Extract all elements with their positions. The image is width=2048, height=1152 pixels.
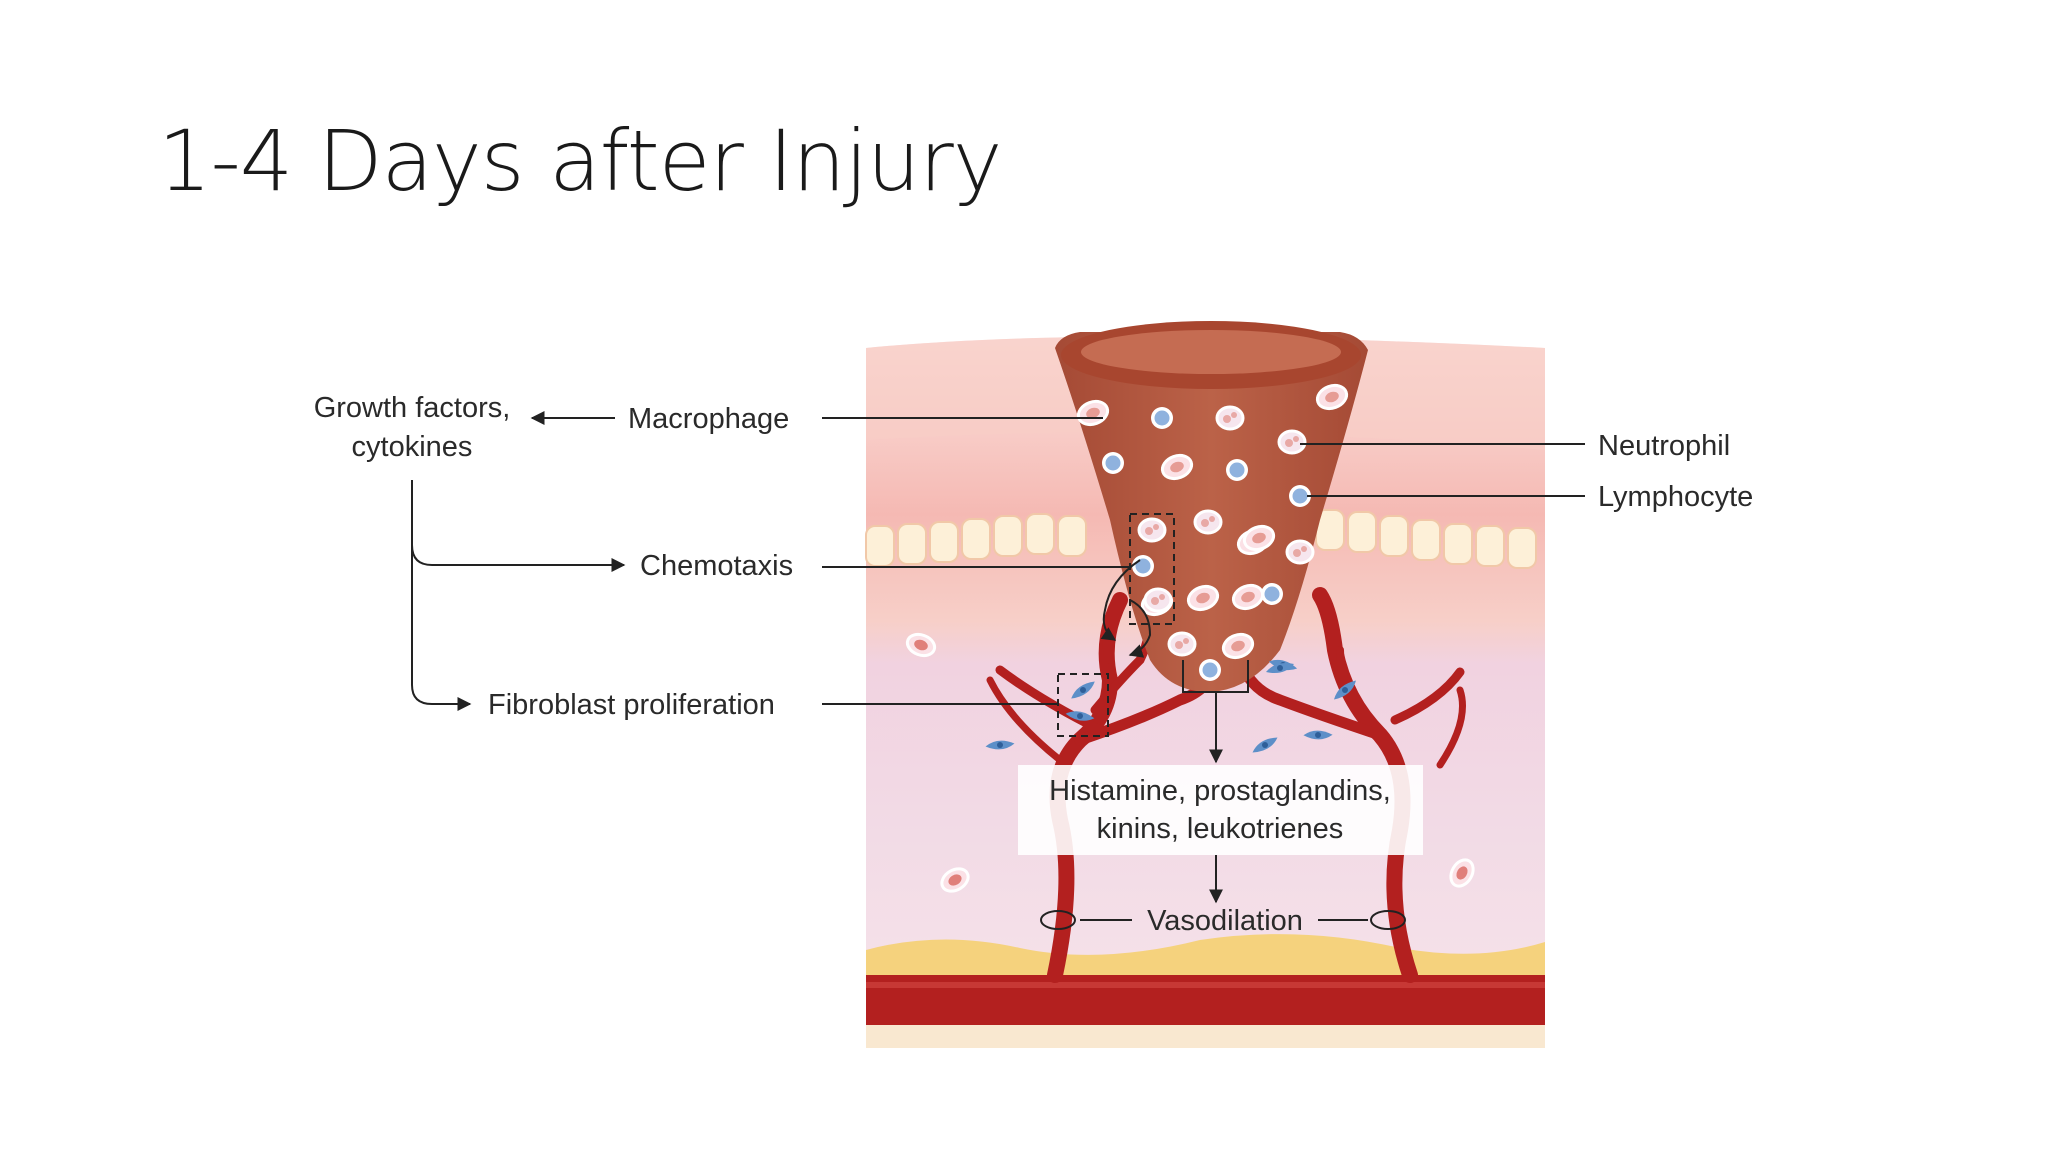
fibroblast-cell: [1266, 663, 1294, 673]
growth-factors-label: Growth factors,: [314, 392, 511, 424]
neutrophil-cell: [1143, 587, 1173, 613]
basal-cell: [1475, 525, 1505, 567]
fibroblast-cell: [985, 740, 1015, 750]
chemotaxis-label: Chemotaxis: [640, 550, 793, 582]
chemotaxis-curve-2: [1128, 599, 1152, 658]
basal-cell: [1347, 511, 1377, 553]
wound-opening-rim: [1081, 330, 1341, 374]
basal-cell: [897, 523, 927, 565]
bottom-layer: [866, 1025, 1545, 1048]
neutrophil-cell: [1193, 509, 1223, 535]
macrophage-cell: [1242, 524, 1276, 552]
neutrophil-cell: [1277, 429, 1307, 455]
slide-title: 1-4 Days after Injury: [158, 112, 1002, 210]
vasodilation-label: Vasodilation: [1147, 905, 1303, 937]
basal-cell: [1411, 519, 1441, 561]
basal-cell-row: [865, 509, 1537, 569]
lymphocyte-cell: [1102, 452, 1124, 474]
neutrophil-cell: [1215, 405, 1245, 431]
chemotaxis-curve-1: [1100, 559, 1141, 641]
chemotaxis-box: [1129, 513, 1175, 625]
lymphocyte-cell: [1226, 459, 1248, 481]
fibroblast-cell: [1071, 681, 1095, 699]
lymphocyte-cell: [1261, 583, 1283, 605]
fibroblast-cell: [1334, 680, 1356, 700]
basal-cell: [961, 518, 991, 560]
macrophage-cell: [1315, 383, 1349, 411]
neutrophil-cell: [1137, 517, 1167, 543]
macrophage-cell: [1231, 583, 1265, 611]
neutrophil-cell: [1285, 539, 1315, 565]
macrophage-cell: [1186, 584, 1220, 612]
basal-cell: [865, 525, 895, 567]
basal-cell: [993, 515, 1023, 557]
leader-lines: [411, 411, 1585, 930]
fibroblast-label: Fibroblast proliferation: [488, 689, 775, 721]
basal-cell: [1057, 515, 1087, 557]
lymphocyte-cell: [1289, 485, 1311, 507]
macrophage-label: Macrophage: [628, 403, 789, 435]
main-blood-vessel-highlight: [866, 982, 1545, 988]
basal-cell: [929, 521, 959, 563]
fat-layer: [866, 934, 1545, 985]
fibroblast-cell: [1065, 711, 1095, 721]
mediators-box: [1018, 765, 1423, 855]
mediators-label-1: Histamine, prostaglandins,: [1049, 775, 1391, 807]
tissue-red-cell: [940, 867, 970, 893]
neutrophil-cell: [1167, 631, 1197, 657]
wound-cells: [1076, 383, 1349, 681]
neutrophil-label: Neutrophil: [1598, 430, 1730, 462]
lymphocyte-cell: [1199, 659, 1221, 681]
mediators-label-2: kinins, leukotrienes: [1097, 813, 1344, 845]
lymphocyte-cell: [1132, 555, 1154, 577]
macrophage-cell: [1160, 453, 1194, 481]
fibroblast-cell: [1303, 730, 1333, 740]
lymphocyte-cell: [1151, 407, 1173, 429]
basal-cell: [1379, 515, 1409, 557]
fibroblast-cell: [1252, 737, 1278, 753]
basal-cell: [1507, 527, 1537, 569]
tissue-red-cell: [1449, 858, 1475, 888]
basal-cell: [1025, 513, 1055, 555]
lymphocyte-label: Lymphocyte: [1598, 481, 1753, 513]
cytokines-label: cytokines: [352, 431, 473, 463]
macrophage-cell: [1221, 632, 1255, 660]
tissue-red-cell: [905, 632, 937, 658]
tissue-cells: [905, 632, 1475, 893]
basal-cell: [1443, 523, 1473, 565]
